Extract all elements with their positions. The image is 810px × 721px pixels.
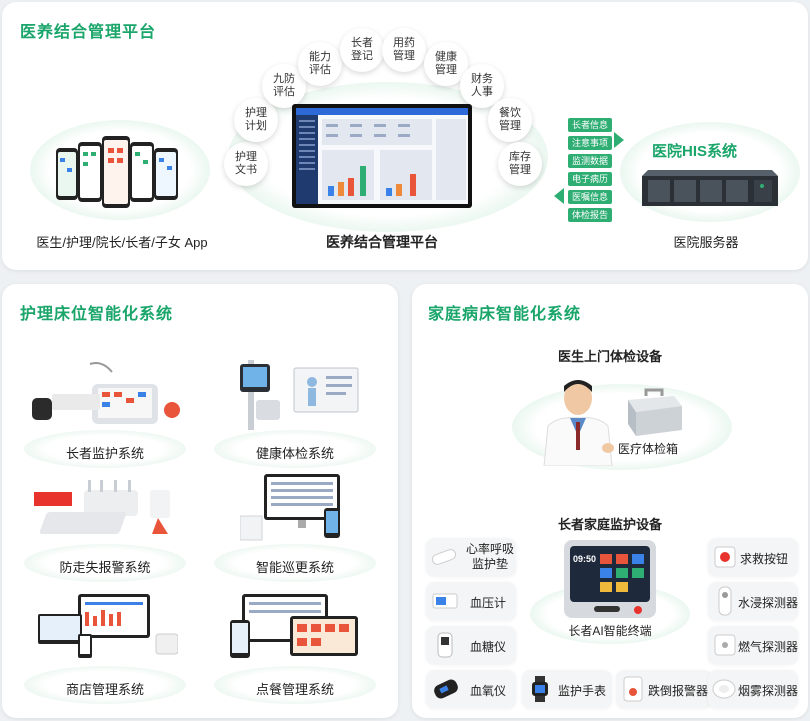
medical-kit-icon bbox=[628, 388, 682, 436]
anti-wander-devices-icon bbox=[34, 480, 170, 534]
patrol-devices-icon bbox=[240, 474, 340, 541]
bubble-elder-register: 长者 登记 bbox=[340, 28, 384, 72]
device-smoke-sensor: 烟雾探测器 bbox=[708, 670, 798, 708]
platform-center-label: 医养结合管理平台 bbox=[326, 234, 438, 250]
bubble-catering: 餐饮 管理 bbox=[488, 98, 532, 142]
device-water-sensor: 水浸探测器 bbox=[708, 582, 798, 620]
gas-sensor-icon bbox=[714, 634, 736, 656]
bubble-nursing-plan: 护理 计划 bbox=[234, 98, 278, 142]
mobile-app-phones-icon bbox=[56, 136, 178, 208]
glucose-meter-icon bbox=[437, 632, 453, 658]
medical-kit-label: 医疗体检箱 bbox=[618, 442, 679, 456]
watch-icon bbox=[532, 676, 548, 702]
bubble-medication: 用药 管理 bbox=[382, 28, 426, 72]
platform-panel: 医养结合管理平台 医生/护理/院长/长者/子女 App 护理 文书 护理 计划 … bbox=[2, 2, 808, 270]
shop-pos-icon bbox=[38, 594, 178, 658]
tag-monitor-data: 监测数据 bbox=[568, 154, 612, 168]
water-sensor-icon bbox=[718, 586, 732, 616]
arrow-right-icon bbox=[614, 132, 624, 148]
tag-emr: 电子病历 bbox=[568, 172, 612, 186]
sos-button-icon bbox=[714, 546, 736, 568]
fall-alarm-icon bbox=[623, 676, 643, 702]
system-ordering: 点餐管理系统 bbox=[214, 594, 376, 704]
bedside-terminal-icon bbox=[32, 362, 180, 424]
system-anti-wander: 防走失报警系统 bbox=[24, 472, 186, 582]
health-exam-kiosk-icon bbox=[240, 360, 359, 430]
device-watch: 监护手表 bbox=[522, 670, 612, 708]
bubble-ability-assess: 能力 评估 bbox=[298, 42, 342, 86]
device-fall-alarm: 跌倒报警器 bbox=[616, 670, 712, 708]
device-glucose: 血糖仪 bbox=[426, 626, 516, 664]
bubble-nursing-docs: 护理 文书 bbox=[224, 142, 268, 186]
his-title: 医院HIS系统 bbox=[652, 143, 738, 160]
system-health-exam: 健康体检系统 bbox=[214, 358, 376, 468]
system-elder-monitor: 长者监护系统 bbox=[24, 358, 186, 468]
blood-pressure-icon bbox=[432, 593, 458, 609]
tag-orders: 医嘱信息 bbox=[568, 190, 612, 204]
device-blood-pressure: 血压计 bbox=[426, 582, 516, 620]
terminal-time: 09:50 bbox=[573, 554, 597, 564]
terminal-label: 长者AI智能终端 bbox=[568, 624, 652, 638]
device-sleep-pad: 心率呼吸 监护垫 bbox=[426, 538, 516, 576]
tag-elder-info: 长者信息 bbox=[568, 118, 612, 132]
sleep-pad-icon bbox=[431, 549, 457, 565]
system-patrol: 智能巡更系统 bbox=[214, 472, 376, 582]
device-sos-button: 求救按钮 bbox=[708, 538, 798, 576]
doctor-icon bbox=[543, 380, 614, 466]
server-icon bbox=[642, 170, 778, 206]
tag-notes: 注意事项 bbox=[568, 136, 612, 150]
platform-title: 医养结合管理平台 bbox=[20, 24, 157, 41]
nursing-panel: 护理床位智能化系统 长者监护系统 健康体检系统 bbox=[2, 284, 398, 718]
oximeter-icon bbox=[434, 679, 458, 699]
tag-exam-report: 体检报告 bbox=[568, 208, 612, 222]
system-shop: 商店管理系统 bbox=[24, 594, 186, 704]
arrow-left-icon bbox=[554, 188, 564, 204]
monitor-section-title: 长者家庭监护设备 bbox=[557, 517, 662, 532]
platform-monitor-icon bbox=[292, 104, 472, 208]
ai-terminal-icon bbox=[564, 540, 656, 618]
doctor-section-title: 医生上门体检设备 bbox=[557, 349, 662, 364]
app-label: 医生/护理/院长/长者/子女 App bbox=[36, 235, 208, 250]
bubble-inventory: 库存 管理 bbox=[498, 142, 542, 186]
home-title: 家庭病床智能化系统 bbox=[428, 306, 582, 323]
ordering-devices-icon bbox=[230, 594, 358, 658]
device-gas-sensor: 燃气探测器 bbox=[708, 626, 798, 664]
smoke-sensor-icon bbox=[712, 679, 736, 699]
server-label: 医院服务器 bbox=[673, 235, 739, 250]
home-panel: 家庭病床智能化系统 医生上门体检设备 医疗体检箱 长者家庭监护设备 09:50 … bbox=[412, 284, 808, 718]
bubble-finance-hr: 财务 人事 bbox=[460, 64, 504, 108]
device-oximeter: 血氧仪 bbox=[426, 670, 516, 708]
nursing-title: 护理床位智能化系统 bbox=[20, 306, 174, 323]
